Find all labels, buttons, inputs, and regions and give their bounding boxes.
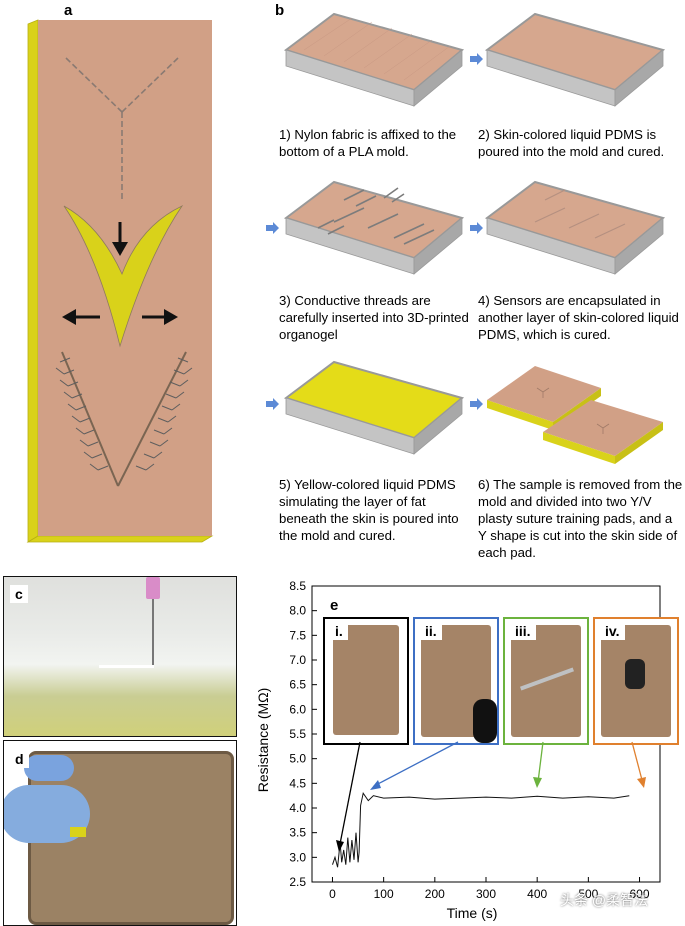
step-3-text: 3) Conductive threads are carefully inse… [279,293,469,342]
syringe-needle [152,597,154,667]
x-tick-label: 300 [476,887,496,901]
y-tick-label: 7.5 [289,628,306,642]
step-4-text: 4) Sensors are encapsulated in another l… [478,293,679,342]
inset-ii [413,617,499,745]
y-tick-label: 3.0 [289,850,306,864]
x-tick-label: 600 [630,887,650,901]
x-tick-label: 200 [425,887,445,901]
step-arrow-2-3 [266,222,279,234]
mold-step-1 [284,12,464,107]
x-axis-label: Time (s) [447,905,498,921]
x-tick-label: 400 [527,887,547,901]
panel-label-c: c [10,585,28,603]
step-2-text: 2) Skin-colored liquid PDMS is poured in… [478,127,665,159]
panel-label-b: b [275,2,285,19]
y-tick-label: 8.0 [289,604,306,618]
x-tick-label: 0 [329,887,336,901]
y-tick-label: 8.5 [289,579,306,593]
inset-label-i: i. [330,622,348,640]
syringe-body [146,577,160,599]
mold-step-2 [485,12,665,107]
panel-label-d: d [10,750,29,768]
inset-label-iv: iv. [600,622,625,640]
inset-label-iii: iii. [510,622,536,640]
inset-i [323,617,409,745]
step-arrow-1-2 [470,53,483,65]
resistance-chart: e 2.5 3.0 3.5 4.0 4.5 5.0 5.5 6.0 6.5 7.0 7.5 8.0 8.… [255,579,661,921]
panel-a-illustration [26,19,214,543]
y-axis-label: Resistance (MΩ) [255,688,271,793]
mold-step-3 [284,180,464,275]
y-tick-label: 3.5 [289,826,306,840]
gel-trace [99,665,154,668]
step-6-text: 6) The sample is removed from the mold a… [478,477,683,560]
inset-iv [593,617,679,745]
fat-corner [70,827,86,837]
mold-step-5 [284,360,464,455]
mold-step-4 [485,180,665,275]
panel-label-a: a [64,2,73,19]
y-tick-label: 2.5 [289,875,306,889]
x-tick-label: 100 [374,887,394,901]
glove-finger-1 [24,755,74,781]
step-arrow-5-6 [470,398,483,410]
y-tick-label: 4.5 [289,776,306,790]
panel-d-photo [3,740,237,926]
y-tick-label: 4.0 [289,801,306,815]
y-tick-label: 7.0 [289,653,306,667]
panel-c-photo [3,576,237,737]
y-tick-label: 6.0 [289,702,306,716]
y-tick-label: 6.5 [289,678,306,692]
inset-label-ii: ii. [420,622,442,640]
step-5-text: 5) Yellow-colored liquid PDMS simulating… [279,477,459,543]
resistance-series-line [332,791,630,868]
y-tick-label: 5.0 [289,752,306,766]
panel-label-e: e [330,597,338,614]
step-arrow-3-4 [470,222,483,234]
x-tick-label: 500 [578,887,598,901]
step-1-text: 1) Nylon fabric is affixed to the bottom… [279,127,457,159]
y-tick-label: 5.5 [289,727,306,741]
inset-iii [503,617,589,745]
inset-pointer-arrows [336,741,646,852]
watermark: 头条 @柔智法 [560,892,649,908]
step-arrow-4-5 [266,398,279,410]
pads-step-6 [487,366,663,464]
